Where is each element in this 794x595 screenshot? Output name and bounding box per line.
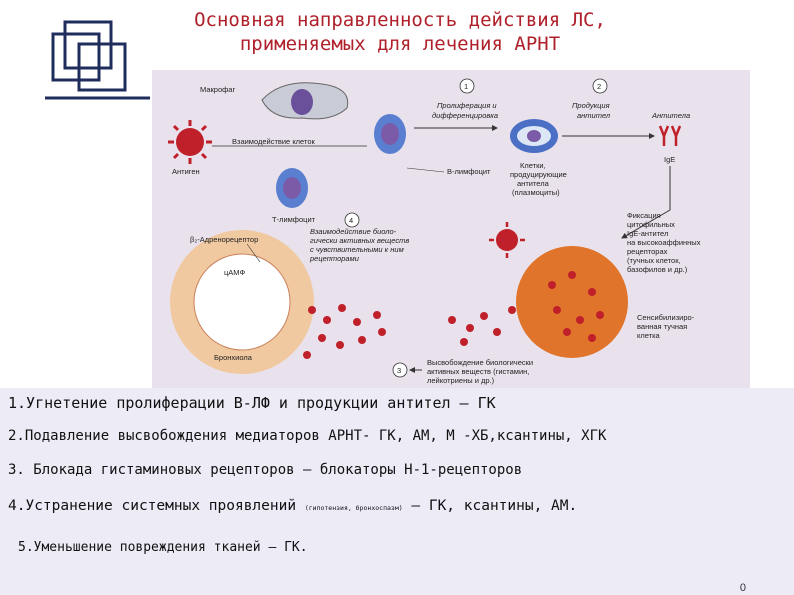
label-t-cell: Т-лимфоцит — [272, 215, 316, 224]
t-cell — [276, 168, 308, 208]
title-line-1: Основная направленность действия ЛС, — [194, 9, 606, 31]
label-release-1: Высвобождение биологически — [427, 358, 533, 367]
label-bio-1: Взаимодействие биоло- — [310, 227, 397, 236]
title-line-2: применяемых для лечения АРНТ — [239, 33, 561, 55]
label-sensitized-2: ванная тучная — [637, 322, 687, 331]
label-sensitized-3: клетка — [637, 331, 661, 340]
item-4-small: (гипотензия, бронхоспазм) — [304, 504, 403, 512]
label-fixation-7: базофилов и др.) — [627, 265, 688, 274]
antibodies-icon — [658, 125, 682, 146]
treatment-list-panel: 1.Угнетение пролиферации В-ЛФ и продукци… — [0, 388, 794, 595]
label-fixation-3: IgE-антител — [627, 229, 668, 238]
label-production-1: Продукция — [572, 101, 610, 110]
label-fixation-4: на высокоаффинных — [627, 238, 701, 247]
list-item-3: 3. Блокада гистаминовых рецепторов – бло… — [8, 462, 522, 478]
label-plasma-2: продуцирующие — [510, 170, 567, 179]
list-item-4: 4.Устранение системных проявлений (гипот… — [8, 498, 577, 514]
item-2-text: 2.Подавление высвобождения медиаторов АР… — [8, 428, 607, 444]
item-4-tail: – ГК, ксантины, АМ. — [402, 498, 578, 514]
step-4: 4 — [349, 216, 353, 225]
allergy-mechanism-diagram: Макрофаг Антиген Взаимодействие клеток Т… — [152, 70, 750, 392]
step-3: 3 — [397, 366, 401, 375]
label-proliferation-1: Пролиферация и — [437, 101, 497, 110]
step-1: 1 — [464, 82, 468, 91]
label-b-cell: В-лимфоцит — [447, 167, 491, 176]
logo-squares — [45, 20, 150, 100]
page-title: Основная направленность действия ЛС, при… — [150, 8, 650, 56]
list-item-2: 2.Подавление высвобождения медиаторов АР… — [8, 428, 606, 444]
label-bio-2: гически активных веществ — [310, 236, 409, 245]
page-number: 0 — [739, 582, 746, 594]
b-cell — [374, 114, 406, 154]
label-bio-3: с чувствительными к ним — [310, 245, 404, 254]
label-camp: цАМФ — [224, 268, 245, 277]
label-ige: IgE — [664, 155, 675, 164]
item-4-text: 4.Устранение системных проявлений — [8, 498, 305, 514]
diagram-svg: Макрофаг Антиген Взаимодействие клеток Т… — [168, 78, 701, 385]
label-sensitized-1: Сенсибилизиро- — [637, 313, 695, 322]
label-proliferation-2: дифференцировка — [432, 111, 498, 120]
label-bio-4: рецепторами — [309, 254, 360, 263]
item-3-text: 3. Блокада гистаминовых рецепторов – бло… — [8, 462, 523, 478]
mediator-dots-middle — [448, 306, 516, 346]
antigen-cell — [168, 120, 212, 164]
label-fixation-2: цитофильных — [627, 220, 675, 229]
label-fixation-1: Фиксация — [627, 211, 661, 220]
label-plasma-3: антитела — [517, 179, 550, 188]
antigen-on-mast-cell — [489, 222, 525, 258]
macrophage-cell — [261, 82, 349, 120]
mast-cell — [516, 246, 628, 358]
label-fixation-6: (тучных клеток, — [627, 256, 681, 265]
list-item-5: 5.Уменьшение повреждения тканей – ГК. — [18, 540, 308, 555]
bronchiole-tissue — [170, 230, 314, 374]
label-release-2: активных веществ (гистамин, — [427, 367, 529, 376]
label-plasma-1: Клетки, — [520, 161, 546, 170]
label-release-3: лейкотриены и др.) — [427, 376, 495, 385]
step-2: 2 — [597, 82, 601, 91]
label-plasma-4: (плазмоциты) — [512, 188, 560, 197]
item-5-text: 5.Уменьшение повреждения тканей – ГК. — [18, 540, 308, 555]
list-item-1: 1.Угнетение пролиферации В-ЛФ и продукци… — [8, 394, 496, 412]
plasma-cell — [510, 119, 558, 153]
label-bronchiole: Бронхиола — [214, 353, 253, 362]
label-antibodies: Антитела — [651, 111, 690, 120]
label-production-2: антител — [577, 111, 611, 120]
label-receptor: β₂-Адренорецептор — [190, 235, 258, 244]
label-macrophage: Макрофаг — [200, 85, 235, 94]
label-fixation-5: рецепторах — [627, 247, 668, 256]
mediator-dots-left — [303, 304, 386, 359]
item-1-text: 1.Угнетение пролиферации В-ЛФ и продукци… — [8, 394, 496, 412]
label-antigen: Антиген — [172, 167, 200, 176]
label-interaction: Взаимодействие клеток — [232, 137, 316, 146]
